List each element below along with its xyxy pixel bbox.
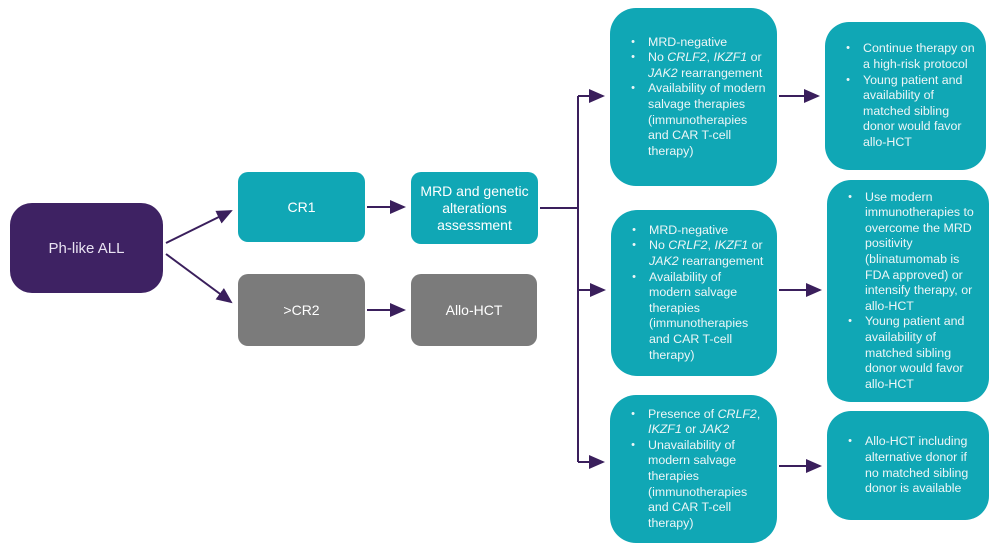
bullet-item: • Young patient and availability of match…: [825, 73, 980, 151]
criteria-box-middle: • MRD-negative • No CRLF2, IKZF1 or JAK2 re…: [611, 210, 777, 376]
bullet-dot-icon: •: [631, 51, 635, 64]
node-mrd-assessment: MRD and genetic alterations assessment: [411, 172, 538, 244]
bullet-text: MRD-negative: [649, 222, 729, 237]
node-mrd-assessment-label: MRD and genetic alterations assessment: [420, 182, 529, 233]
bullet-item: • Unavailability of modern salvage therap…: [610, 438, 771, 532]
bullet-text: Young patient and availability of matche…: [865, 314, 965, 391]
bullet-dot-icon: •: [632, 239, 636, 252]
bullet-item: • Continue therapy on a high-risk protoco…: [825, 41, 980, 72]
bullet-dot-icon: •: [846, 42, 850, 55]
bullet-dot-icon: •: [632, 223, 636, 236]
bullet-text: MRD-negative: [648, 34, 728, 49]
criteria-box-top: • MRD-negative • No CRLF2, IKZF1 or JAK2 re…: [610, 8, 777, 186]
bullet-dot-icon: •: [848, 435, 852, 448]
bullet-item: • No CRLF2, IKZF1 or JAK2 rearrangement: [611, 238, 771, 269]
bullet-text: No CRLF2, IKZF1 or JAK2 rearrangement: [649, 238, 764, 269]
node-cr1-label: CR1: [287, 198, 316, 215]
bullet-dot-icon: •: [848, 190, 852, 203]
bullet-item: • No CRLF2, IKZF1 or JAK2 rearrangement: [610, 50, 771, 81]
node-cr2-label: >CR2: [283, 301, 320, 318]
bullet-text: Young patient and availability of matche…: [863, 72, 963, 149]
outcome-box-top: • Continue therapy on a high-risk protoco…: [825, 22, 986, 170]
arrow-root-to-cr2: [165, 253, 233, 304]
bullet-dot-icon: •: [631, 35, 635, 48]
bullet-text: Continue therapy on a high-risk protocol: [863, 41, 975, 72]
arrow-root-to-cr1: [165, 210, 233, 244]
bullet-text: Unavailability of modern salvage therapi…: [648, 437, 748, 530]
bullet-dot-icon: •: [846, 73, 850, 86]
node-cr2: >CR2: [238, 274, 365, 346]
bullet-text: Presence of CRLF2, IKZF1 or JAK2: [648, 406, 761, 437]
bullet-item: • Young patient and availability of match…: [827, 314, 983, 392]
bullet-text: Availability of modern salvage therapies…: [648, 81, 766, 158]
node-allo-hct: Allo-HCT: [411, 274, 537, 346]
bullet-item: • MRD-negative: [610, 35, 771, 51]
bullet-dot-icon: •: [631, 82, 635, 95]
criteria-box-bottom: • Presence of CRLF2, IKZF1 or JAK2 • Unavai…: [610, 395, 777, 543]
node-allo-hct-label: Allo-HCT: [445, 301, 503, 318]
bullet-text: Use modern immunotherapies to overcome t…: [865, 189, 974, 313]
bullet-dot-icon: •: [632, 270, 636, 283]
bullet-dot-icon: •: [848, 315, 852, 328]
outcome-box-bottom: • Allo-HCT including alternative donor if…: [827, 411, 989, 520]
node-cr1: CR1: [238, 172, 365, 242]
bullet-item: • Presence of CRLF2, IKZF1 or JAK2: [610, 407, 771, 438]
bullet-text: Allo-HCT including alternative donor if …: [865, 434, 969, 496]
outcome-box-middle: • Use modern immunotherapies to overcome …: [827, 180, 989, 402]
bullet-item: • Availability of modern salvage therapie…: [611, 270, 771, 364]
bullet-dot-icon: •: [631, 438, 635, 451]
bullet-item: • Availability of modern salvage therapie…: [610, 81, 771, 159]
bullet-item: • MRD-negative: [611, 223, 771, 239]
bullet-text: No CRLF2, IKZF1 or JAK2 rearrangement: [648, 50, 763, 80]
bullet-item: • Use modern immunotherapies to overcome …: [827, 190, 983, 315]
node-ph-like-all: Ph-like ALL: [10, 203, 163, 293]
bullet-item: • Allo-HCT including alternative donor if…: [827, 434, 983, 496]
bullet-dot-icon: •: [631, 407, 635, 420]
bullet-text: Availability of modern salvage therapies…: [649, 269, 749, 362]
node-ph-like-all-label: Ph-like ALL: [48, 239, 125, 257]
